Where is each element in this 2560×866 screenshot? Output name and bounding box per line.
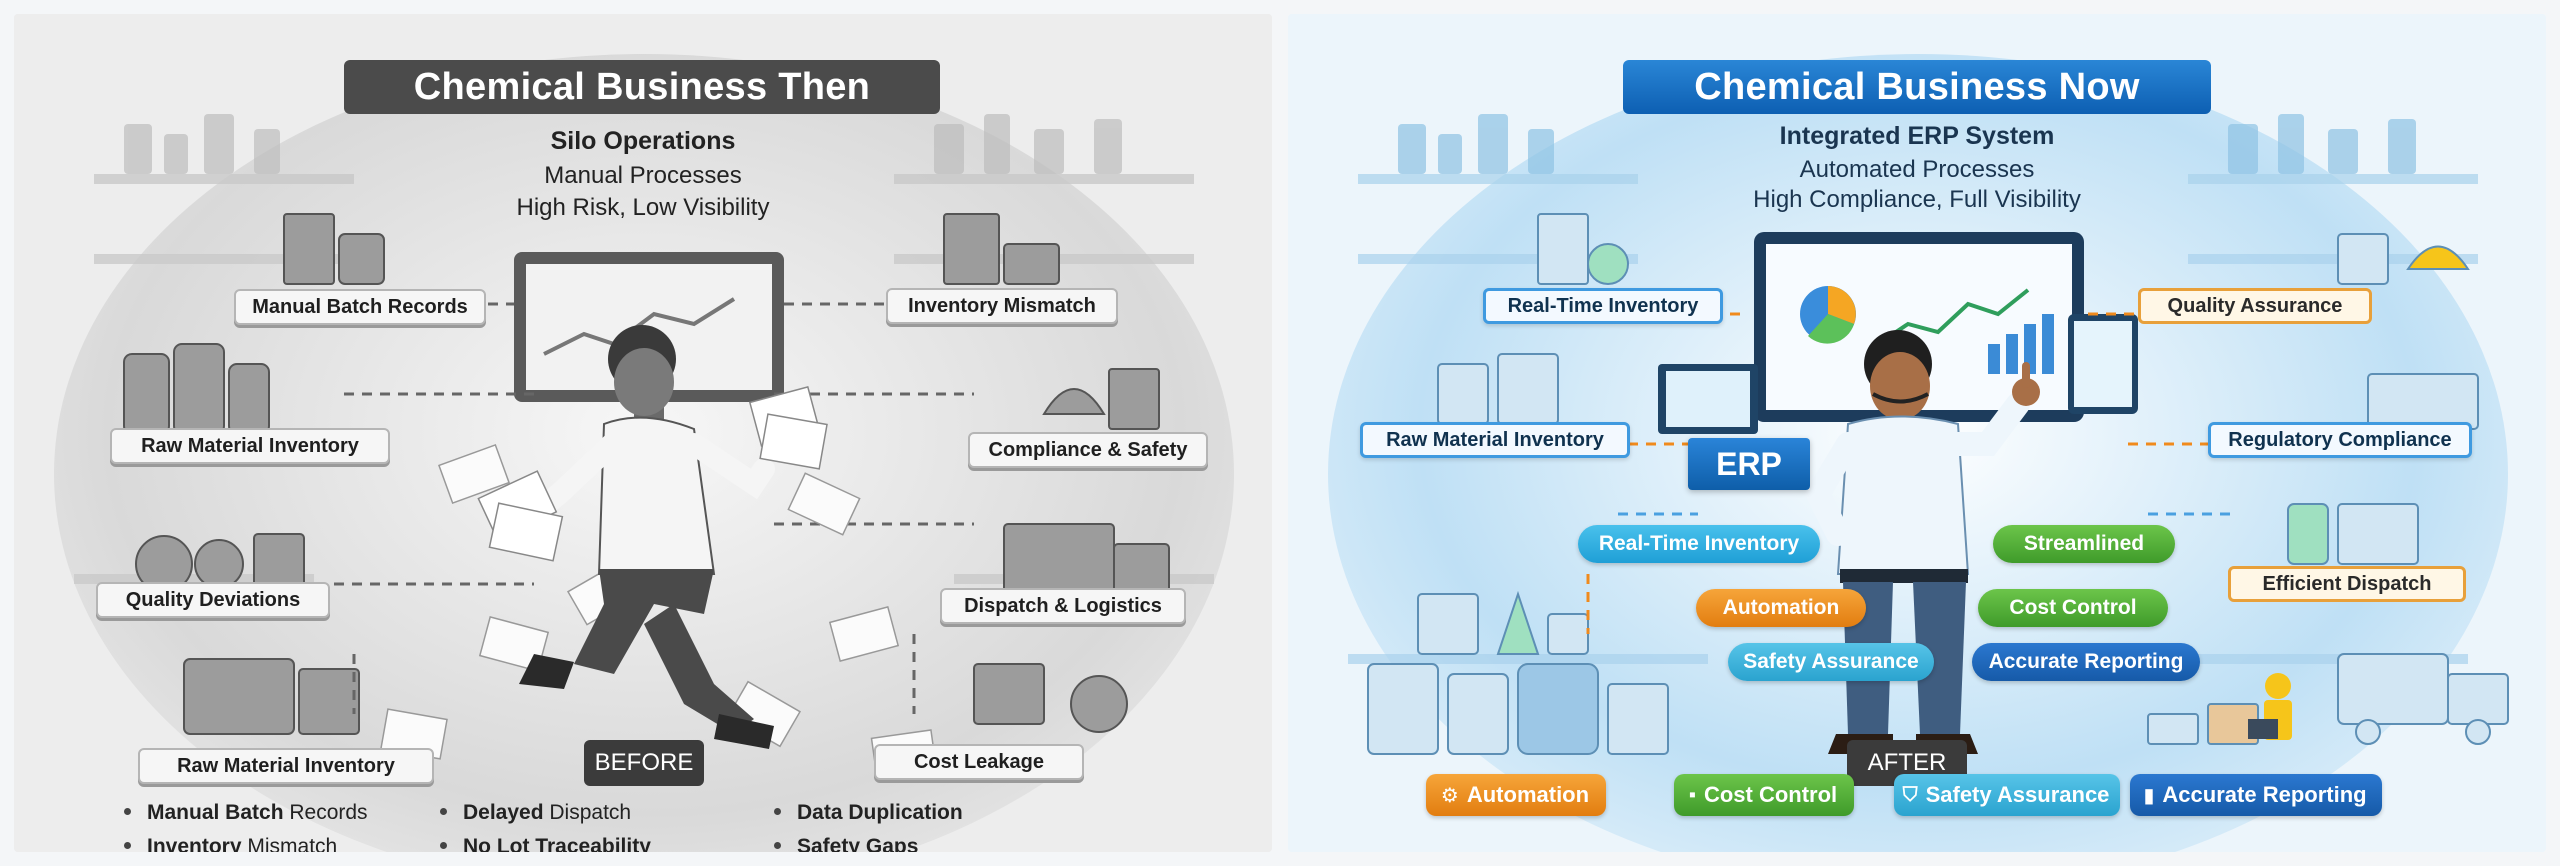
- bullet-bold: Inventory: [147, 835, 242, 852]
- tag-quality-assurance: Quality Assurance: [2138, 288, 2372, 324]
- before-title: Chemical Business Then: [344, 60, 940, 114]
- tag-dispatch-logistics: Dispatch & Logistics: [940, 588, 1186, 624]
- bullet-item: Data Duplication: [774, 796, 963, 830]
- tag-quality-deviations: Quality Deviations: [96, 582, 330, 618]
- tag-cost-leakage: Cost Leakage: [874, 744, 1084, 780]
- tag-inventory-mismatch: Inventory Mismatch: [886, 288, 1118, 324]
- tag-raw-material-inventory: Raw Material Inventory: [110, 428, 390, 464]
- bullet-dot-icon: [774, 842, 781, 850]
- tag-efficient-dispatch: Efficient Dispatch: [2228, 566, 2466, 602]
- confident-worker: [1804, 330, 2040, 754]
- pill-cost-control: Cost Control: [1978, 589, 2168, 627]
- bullet-bold: Data Duplication: [797, 801, 963, 824]
- pill-safety-assurance: Safety Assurance: [1728, 643, 1934, 681]
- bottom-pill-label: Safety Assurance: [1925, 782, 2110, 807]
- bottom-pill-label: Accurate Reporting: [2162, 782, 2367, 807]
- bottom-pill-label: Automation: [1466, 782, 1590, 807]
- bottom-pill-automation: ⚙ Automation: [1426, 774, 1606, 816]
- before-bullets-col1: Manual Batch Records Inventory Mismatch: [124, 796, 368, 852]
- bullet-dot-icon: [774, 808, 781, 816]
- erp-badge: ERP: [1688, 438, 1810, 490]
- pill-automation: Automation: [1696, 589, 1866, 627]
- bar-chart-icon: ▮: [2143, 784, 2155, 807]
- before-subtitle-main: Silo Operations: [550, 127, 736, 155]
- bottom-pill-label: Cost Control: [1703, 782, 1838, 807]
- before-bullets-col3: Data Duplication Safety Gaps: [774, 796, 963, 852]
- bullet-dot-icon: [124, 808, 131, 816]
- tag-real-time-inventory: Real-Time Inventory: [1483, 288, 1723, 324]
- after-subtitle-main: Integrated ERP System: [1779, 122, 2055, 150]
- tag-compliance-safety: Compliance & Safety: [968, 432, 1208, 468]
- bullet-bold: Safety Gaps: [797, 835, 919, 852]
- bullet-item: Delayed Dispatch: [440, 796, 651, 830]
- before-bullets-col2: Delayed Dispatch No Lot Traceability: [440, 796, 651, 852]
- money-icon: ▪: [1688, 783, 1696, 806]
- bullet-item: Manual Batch Records: [124, 796, 368, 830]
- pill-real-time-inventory: Real-Time Inventory: [1578, 525, 1820, 563]
- after-subtitle-line1: Automated Processes: [1799, 156, 2035, 183]
- pill-accurate-reporting: Accurate Reporting: [1972, 643, 2200, 681]
- before-subtitle-line1: Manual Processes: [544, 162, 742, 189]
- tag-manual-batch-records: Manual Batch Records: [234, 289, 486, 325]
- tag-raw-material-inventory: Raw Material Inventory: [1360, 422, 1630, 458]
- bullet-dot-icon: [124, 842, 131, 850]
- after-title: Chemical Business Now: [1623, 60, 2211, 114]
- before-stamp: BEFORE: [584, 740, 704, 786]
- bottom-pill-cost-control: ▪ Cost Control: [1674, 774, 1854, 816]
- after-subtitle-line2: High Compliance, Full Visibility: [1753, 186, 2081, 213]
- bullet-bold: Manual Batch: [147, 801, 284, 824]
- bullet-dot-icon: [440, 808, 447, 816]
- bullet-item: No Lot Traceability: [440, 830, 651, 852]
- bullet-rest: Mismatch: [241, 835, 338, 852]
- bullet-item: Inventory Mismatch: [124, 830, 368, 852]
- bottom-pill-accurate-reporting: ▮ Accurate Reporting: [2130, 774, 2382, 816]
- before-panel: Chemical Business Then Silo Operations M…: [14, 14, 1272, 852]
- bullet-bold: No Lot Traceability: [463, 835, 651, 852]
- tag-regulatory-compliance: Regulatory Compliance: [2208, 422, 2472, 458]
- shield-icon: ⛉: [1902, 783, 1918, 806]
- bullet-item: Safety Gaps: [774, 830, 963, 852]
- helper-worker: [2248, 673, 2292, 740]
- bullet-rest: Records: [283, 801, 368, 824]
- after-panel: Chemical Business Now Integrated ERP Sys…: [1288, 14, 2546, 852]
- bullet-dot-icon: [440, 842, 447, 850]
- bullet-rest: Dispatch: [543, 801, 632, 824]
- gear-icon: ⚙: [1440, 784, 1459, 807]
- stressed-worker: [477, 325, 828, 749]
- tag-raw-material-inventory-2: Raw Material Inventory: [138, 748, 434, 784]
- before-subtitle-line2: High Risk, Low Visibility: [516, 194, 770, 221]
- bottom-pill-safety-assurance: ⛉ Safety Assurance: [1894, 774, 2120, 816]
- pill-streamlined: Streamlined: [1993, 525, 2175, 563]
- bullet-bold: Delayed: [463, 801, 544, 824]
